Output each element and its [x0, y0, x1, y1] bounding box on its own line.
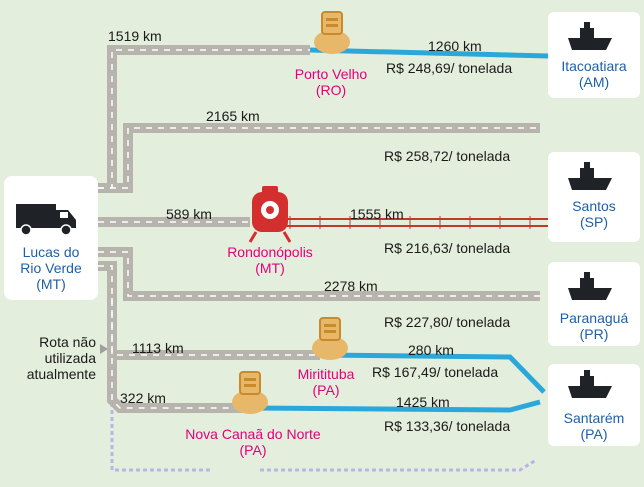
port-box-itacoatiara — [548, 12, 640, 98]
barge-icon — [312, 317, 348, 360]
price-santos-road: R$ 258,72/ tonelada — [384, 148, 511, 164]
km-nova-canaa-water: 1425 km — [396, 394, 450, 410]
price-porto-velho: R$ 248,69/ tonelada — [386, 60, 513, 76]
hub-state-miritituba: (PA) — [312, 382, 340, 398]
rail-route — [270, 218, 548, 227]
price-miritituba: R$ 167,49/ tonelada — [372, 364, 499, 380]
price-rondonopolis: R$ 216,63/ tonelada — [384, 240, 511, 256]
hub-label-miritituba: Miritituba (PA) — [276, 366, 376, 398]
km-porto-velho-water: 1260 km — [428, 38, 482, 54]
km-miritituba-water: 280 km — [408, 342, 454, 358]
port-label-paranagua: Paranaguá (PR) — [548, 310, 640, 342]
km-rondonopolis-rail: 1555 km — [350, 206, 404, 222]
origin-state: (MT) — [36, 276, 66, 292]
price-nova-canaa: R$ 133,36/ tonelada — [384, 418, 511, 434]
port-box-paranagua — [548, 262, 640, 346]
ship-icon — [568, 22, 612, 50]
hub-state-nova-canaa: (PA) — [239, 442, 267, 458]
truck-icon — [16, 204, 76, 236]
port-state-santos: (SP) — [580, 214, 608, 230]
ship-icon — [568, 370, 612, 398]
unused-route-arrow-icon — [100, 344, 108, 354]
water-routes — [249, 47, 549, 413]
hub-name-nova-canaa: Nova Canaã do Norte — [185, 426, 321, 442]
port-name-santos: Santos — [572, 198, 616, 214]
origin-label: Lucas do Rio Verde (MT) — [6, 244, 96, 292]
hub-name-rondonopolis: Rondonópolis — [227, 244, 313, 260]
port-state-itacoatiara: (AM) — [578, 74, 610, 90]
unused-route-note-line3: atualmente — [26, 366, 96, 382]
port-name-santarem: Santarém — [563, 410, 625, 426]
port-label-santarem: Santarém (PA) — [548, 410, 640, 442]
port-box-santos — [548, 152, 640, 242]
port-state-santarem: (PA) — [580, 426, 608, 442]
hub-name-miritituba: Miritituba — [297, 366, 355, 382]
hub-label-porto-velho: Porto Velho (RO) — [264, 66, 398, 98]
port-box-santarem — [548, 364, 640, 446]
port-name-itacoatiara: Itacoatiara — [561, 58, 627, 74]
hub-label-rondonopolis: Rondonópolis (MT) — [200, 244, 340, 276]
barge-icon — [232, 371, 268, 414]
km-porto-velho-land: 1519 km — [108, 28, 162, 44]
origin-name-line2: Rio Verde — [20, 260, 82, 276]
km-nova-canaa-land: 322 km — [120, 390, 166, 406]
ship-icon — [568, 162, 612, 190]
port-name-paranagua: Paranaguá — [559, 310, 629, 326]
train-icon — [248, 186, 292, 243]
price-paranagua-road: R$ 227,80/ tonelada — [384, 314, 511, 330]
port-state-paranagua: (PR) — [579, 326, 609, 342]
port-label-santos: Santos (SP) — [548, 198, 640, 230]
hub-state-rondonopolis: (MT) — [255, 260, 285, 276]
hub-state-porto-velho: (RO) — [315, 82, 347, 98]
unused-route-note-line1: Rota não — [39, 334, 96, 350]
km-paranagua-road: 2278 km — [324, 278, 378, 294]
unused-route-note: Rota não utilizada atualmente — [4, 334, 96, 382]
unused-route-note-line2: utilizada — [44, 350, 96, 366]
km-miritituba-land: 1113 km — [132, 340, 184, 356]
hub-name-porto-velho: Porto Velho — [294, 66, 368, 82]
hub-label-nova-canaa: Nova Canaã do Norte (PA) — [168, 426, 338, 458]
km-rondonopolis-land: 589 km — [166, 206, 212, 222]
port-label-itacoatiara: Itacoatiara (AM) — [548, 58, 640, 90]
km-santos-road: 2165 km — [206, 108, 260, 124]
ship-icon — [568, 272, 612, 300]
barge-icon — [314, 11, 350, 54]
origin-name-line1: Lucas do — [22, 244, 80, 260]
